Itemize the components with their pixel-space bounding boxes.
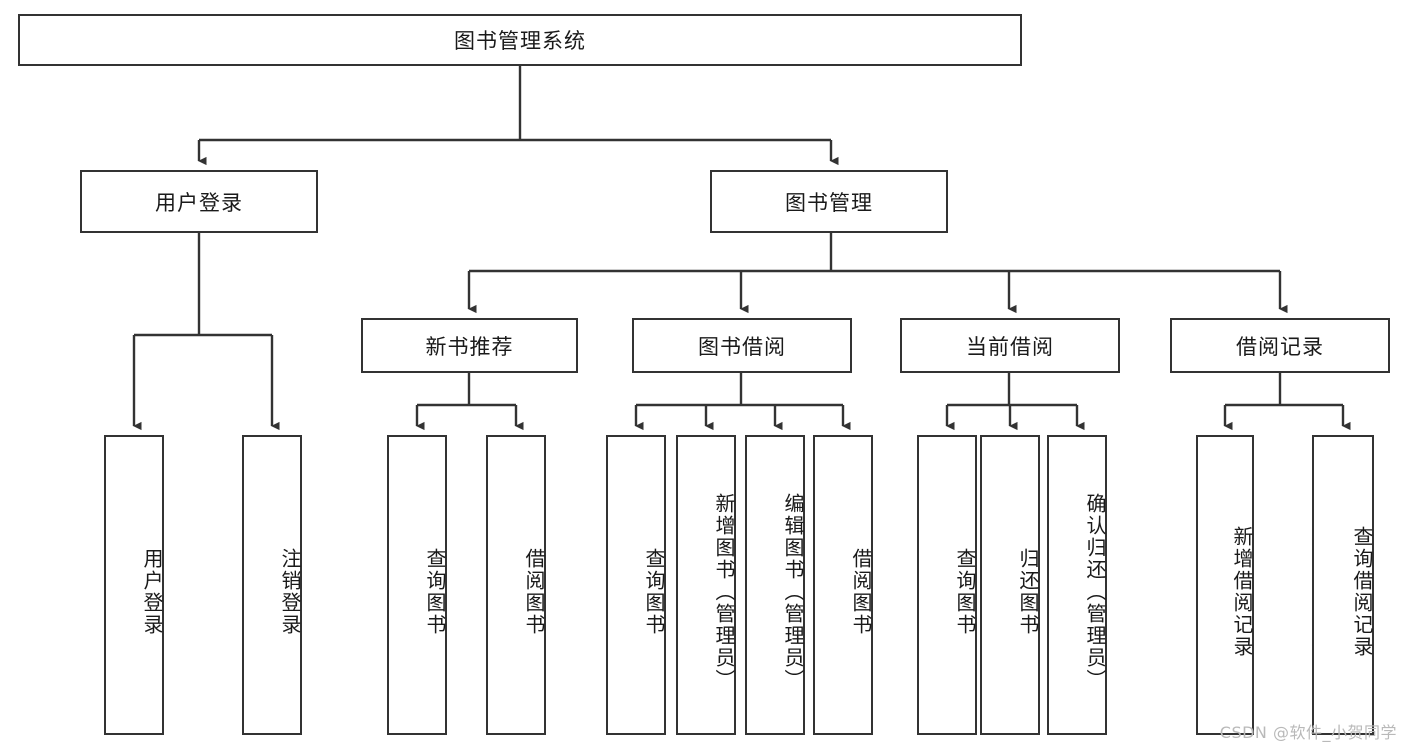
node-root[interactable]: 图书管理系统 [18, 14, 1022, 66]
leaf-query-books-new[interactable]: 查询图书 [387, 435, 447, 735]
leaf-query-books-new-label: 查询图书 [423, 548, 447, 636]
leaf-query-books-current[interactable]: 查询图书 [917, 435, 977, 735]
leaf-return-books-label: 归还图书 [1016, 548, 1040, 636]
leaf-query-borrow-record-label: 查询借阅记录 [1350, 526, 1374, 658]
leaf-add-borrow-record[interactable]: 新增借阅记录 [1196, 435, 1254, 735]
leaf-borrow-books-new-label: 借阅图书 [522, 548, 546, 636]
leaf-query-borrow-record[interactable]: 查询借阅记录 [1312, 435, 1374, 735]
node-book-borrow[interactable]: 图书借阅 [632, 318, 852, 373]
leaf-user-login[interactable]: 用户登录 [104, 435, 164, 735]
node-root-label: 图书管理系统 [454, 29, 586, 53]
leaf-user-login-label: 用户登录 [140, 548, 164, 636]
leaf-return-books[interactable]: 归还图书 [980, 435, 1040, 735]
leaf-logout[interactable]: 注销登录 [242, 435, 302, 735]
leaf-logout-label: 注销登录 [278, 548, 302, 636]
leaf-borrow-books-new[interactable]: 借阅图书 [486, 435, 546, 735]
node-new-book-recommend[interactable]: 新书推荐 [361, 318, 578, 373]
leaf-query-books-borrow-label: 查询图书 [642, 548, 666, 636]
node-new-book-recommend-label: 新书推荐 [425, 334, 514, 359]
leaf-add-book-admin-label: 新增图书（管理员） [712, 493, 736, 691]
leaf-add-borrow-record-label: 新增借阅记录 [1230, 526, 1254, 658]
node-user-login-label: 用户登录 [155, 190, 243, 215]
leaf-add-book-admin[interactable]: 新增图书（管理员） [676, 435, 736, 735]
leaf-borrow-books[interactable]: 借阅图书 [813, 435, 873, 735]
leaf-confirm-return-admin[interactable]: 确认归还（管理员） [1047, 435, 1107, 735]
node-book-management-label: 图书管理 [785, 190, 873, 215]
leaf-confirm-return-admin-label: 确认归还（管理员） [1083, 493, 1107, 691]
node-current-borrow[interactable]: 当前借阅 [900, 318, 1120, 373]
node-borrow-records[interactable]: 借阅记录 [1170, 318, 1390, 373]
node-book-management[interactable]: 图书管理 [710, 170, 948, 233]
leaf-edit-book-admin[interactable]: 编辑图书（管理员） [745, 435, 805, 735]
node-book-borrow-label: 图书借阅 [698, 334, 786, 359]
leaf-borrow-books-label: 借阅图书 [849, 548, 873, 636]
node-borrow-records-label: 借阅记录 [1236, 334, 1324, 359]
watermark: CSDN @软件_小贺同学 [1219, 723, 1397, 742]
leaf-query-books-current-label: 查询图书 [953, 548, 977, 636]
node-current-borrow-label: 当前借阅 [966, 334, 1054, 359]
leaf-query-books-borrow[interactable]: 查询图书 [606, 435, 666, 735]
node-user-login[interactable]: 用户登录 [80, 170, 318, 233]
leaf-edit-book-admin-label: 编辑图书（管理员） [781, 493, 805, 691]
